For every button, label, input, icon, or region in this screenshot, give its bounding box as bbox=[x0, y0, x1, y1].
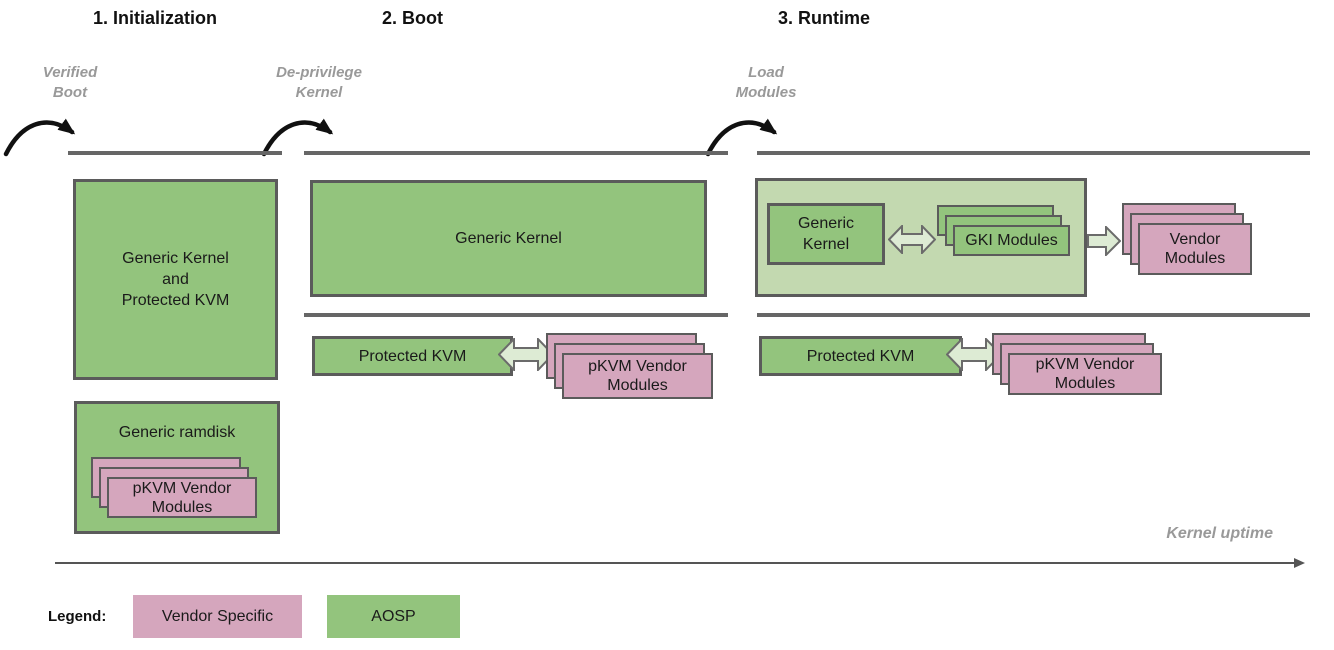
section-title-runtime: 3. Runtime bbox=[778, 8, 871, 28]
legend-title: Legend: bbox=[48, 608, 107, 625]
vendor-modules-box: Vendor Modules bbox=[1138, 223, 1252, 275]
legend-aosp-swatch: AOSP bbox=[327, 595, 460, 638]
transition-label-verified-boot: Verified Boot bbox=[42, 64, 98, 101]
kernel-uptime-label: Kernel uptime bbox=[1166, 525, 1273, 542]
gki-modules-box: GKI Modules bbox=[953, 225, 1070, 256]
section-title-initialization: 1. Initialization bbox=[93, 8, 218, 28]
runtime-pkvm-modules-stack: pKVM Vendor Modules bbox=[992, 333, 1162, 395]
generic-kernel-pkvm-box: Generic Kernel and Protected KVM bbox=[73, 179, 278, 380]
boot-protected-kvm-box: Protected KVM bbox=[312, 336, 513, 376]
ramdisk-pkvm-modules-stack: pKVM Vendor Modules bbox=[91, 457, 257, 518]
runtime-generic-kernel-box: Generic Kernel bbox=[767, 203, 885, 265]
boot-generic-kernel-box: Generic Kernel bbox=[310, 180, 707, 297]
section-title-boot: 2. Boot bbox=[382, 8, 443, 28]
transition-label-load-modules: Load Modules bbox=[735, 64, 797, 101]
gki-modules-stack: GKI Modules bbox=[937, 205, 1070, 256]
boot-divider-line bbox=[304, 313, 728, 317]
hop-arrow-icon-3 bbox=[705, 118, 778, 157]
generic-ramdisk-label: Generic ramdisk bbox=[118, 424, 236, 441]
transition-label-deprivilege-kernel: De-privilege Kernel bbox=[276, 64, 362, 101]
hop-arrow-icon-1 bbox=[3, 118, 76, 157]
pkvm-vendor-modules-box: pKVM Vendor Modules bbox=[562, 353, 713, 399]
timeline-segment-boot bbox=[304, 151, 728, 155]
runtime-divider-line bbox=[757, 313, 1310, 317]
pkvm-vendor-modules-box: pKVM Vendor Modules bbox=[107, 477, 257, 518]
timeline-segment-initialization bbox=[68, 151, 282, 155]
pkvm-vendor-modules-box: pKVM Vendor Modules bbox=[1008, 353, 1162, 395]
boot-pkvm-modules-stack: pKVM Vendor Modules bbox=[546, 333, 713, 399]
legend-vendor-specific-swatch: Vendor Specific bbox=[133, 595, 302, 638]
timeline-segment-runtime bbox=[757, 151, 1310, 155]
runtime-protected-kvm-box: Protected KVM bbox=[759, 336, 962, 376]
vendor-modules-stack: Vendor Modules bbox=[1122, 203, 1252, 275]
kernel-uptime-axis-arrow bbox=[55, 558, 1305, 568]
right-arrow-icon bbox=[1087, 226, 1121, 256]
hop-arrow-icon-2 bbox=[261, 118, 334, 157]
double-arrow-icon-runtime-kernel bbox=[888, 225, 936, 254]
